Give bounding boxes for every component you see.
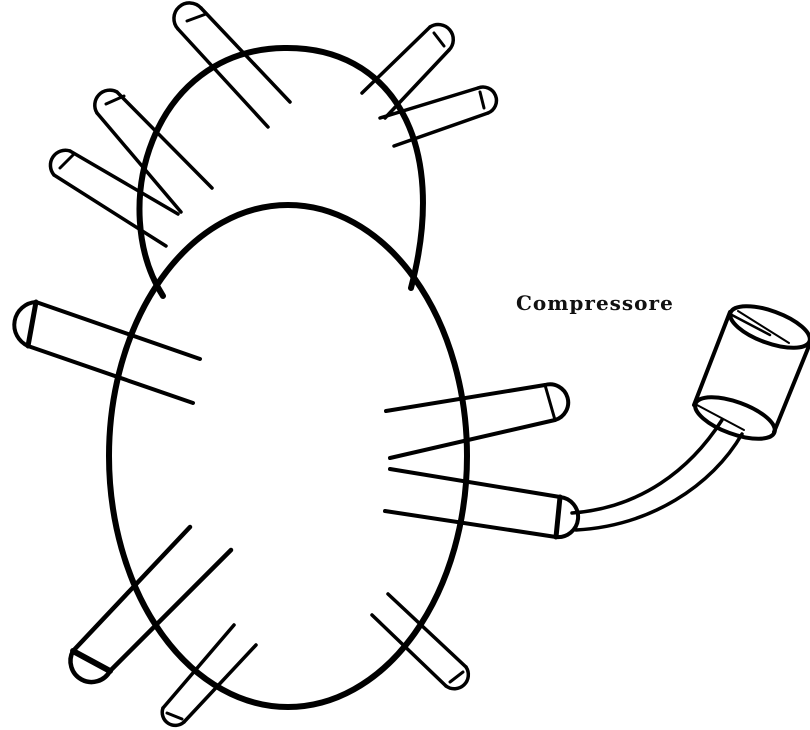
rod-left-middle bbox=[14, 302, 200, 403]
compressor-label: Compressore bbox=[516, 291, 674, 315]
rod-top-left-1 bbox=[174, 3, 290, 127]
head-outline bbox=[139, 48, 422, 296]
rod-top-right-1 bbox=[362, 25, 453, 118]
rod-top-left-2 bbox=[95, 90, 212, 212]
compressor-hose bbox=[572, 420, 742, 530]
rod-right-lower bbox=[385, 469, 578, 537]
rod-top-right-2 bbox=[380, 87, 496, 146]
rod-top-left-3 bbox=[50, 150, 178, 246]
rod-right-upper bbox=[386, 384, 568, 458]
rod-bottom-left-2 bbox=[162, 625, 256, 725]
compressor-icon bbox=[690, 298, 810, 448]
rod-bottom-right bbox=[372, 594, 468, 689]
